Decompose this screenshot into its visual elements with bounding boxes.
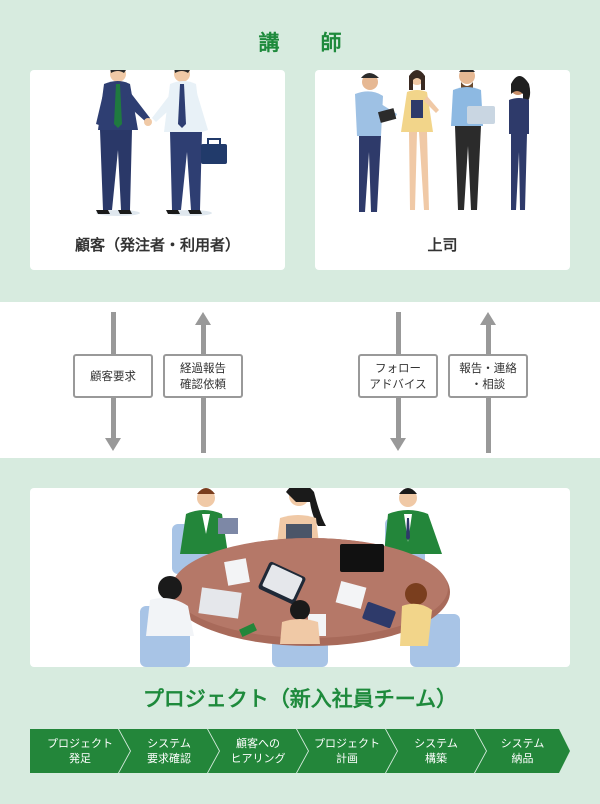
step-requirements-check: システム 要求確認 — [119, 729, 219, 773]
chevron-shape — [119, 729, 219, 773]
flow-label-follow-advice: フォロー アドバイス — [358, 354, 438, 398]
chevron-shape — [208, 729, 308, 773]
step-system-delivery: システム 納品 — [475, 729, 570, 773]
chevron-shape — [30, 729, 130, 773]
customer-label: 顧客（発注者・利用者） — [74, 236, 240, 254]
step-label-line: システム — [147, 737, 191, 750]
flow-label-customer-request: 顧客要求 — [73, 354, 153, 398]
step-label-line: プロジェクト — [314, 737, 380, 750]
flow-label-line: 顧客要求 — [90, 369, 136, 383]
step-customer-hearing: 顧客への ヒアリング — [208, 729, 308, 773]
flow-label-progress-report: 経過報告 確認依頼 — [163, 354, 243, 398]
flow-label-line: 経過報告 — [180, 361, 226, 375]
step-label-line: 計画 — [336, 752, 358, 765]
team-meeting-illustration — [140, 488, 460, 667]
flow-label-line: アドバイス — [369, 377, 427, 391]
instructor-title: 講 師 — [258, 31, 352, 55]
arrow-down-icon — [105, 438, 121, 451]
flow-label-report-consult: 報告・連絡 ・相談 — [448, 354, 528, 398]
step-project-plan: プロジェクト 計画 — [297, 729, 397, 773]
step-system-build: システム 構築 — [386, 729, 486, 773]
step-label-line: ヒアリング — [230, 752, 286, 765]
customer-card: 顧客（発注者・利用者） — [30, 70, 285, 270]
step-label-line: システム — [500, 737, 545, 750]
chevron-shape — [475, 729, 570, 773]
boss-card: 上司 — [315, 70, 570, 270]
step-label-line: プロジェクト — [47, 737, 113, 750]
boss-team-illustration — [355, 70, 531, 212]
chevron-shape — [297, 729, 397, 773]
step-label-line: システム — [414, 737, 458, 750]
boss-label: 上司 — [427, 236, 458, 254]
chevron-shape — [386, 729, 486, 773]
arrow-up-icon — [480, 312, 496, 325]
arrow-up-icon — [195, 312, 211, 325]
project-card — [30, 488, 570, 667]
flow-label-line: フォロー — [375, 361, 421, 375]
flow-label-line: 確認依頼 — [180, 377, 226, 391]
step-project-launch: プロジェクト 発足 — [30, 729, 130, 773]
step-label-line: 要求確認 — [147, 752, 191, 765]
project-title: プロジェクト（新入社員チーム） — [142, 687, 458, 711]
step-label-line: 納品 — [511, 752, 534, 765]
flow-label-line: 報告・連絡 — [459, 361, 517, 375]
flow-label-line: ・相談 — [470, 377, 506, 391]
handshake-illustration — [96, 70, 227, 216]
step-label-line: 顧客への — [236, 737, 280, 750]
arrow-down-icon — [390, 438, 406, 451]
step-label-line: 発足 — [69, 752, 91, 765]
step-label-line: 構築 — [425, 752, 447, 765]
